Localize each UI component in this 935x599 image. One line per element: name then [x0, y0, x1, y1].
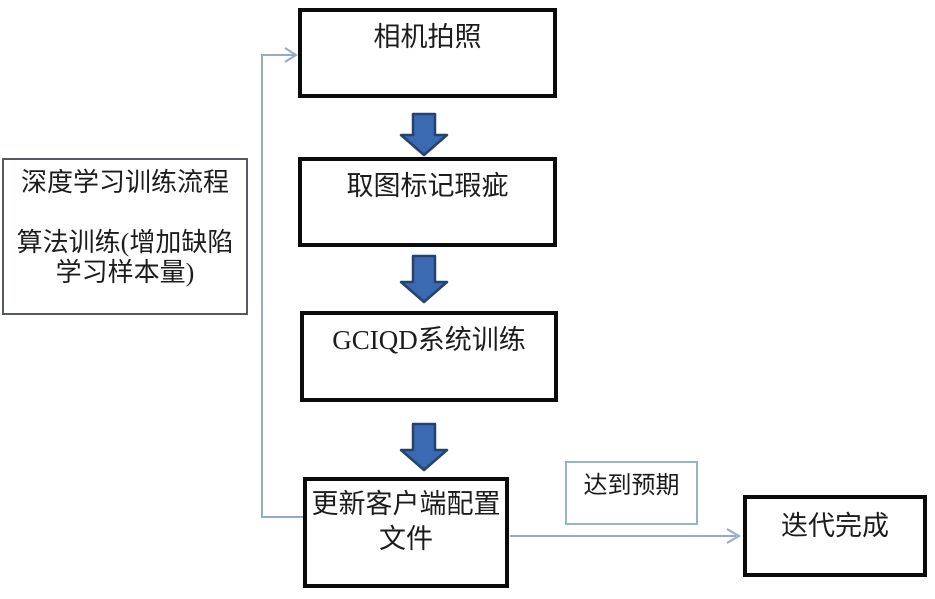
node-update-config-label: 更新客户端配置 文件 [311, 489, 501, 554]
node-gciqd-training: GCIQD系统训练 [300, 311, 558, 402]
expectation-label: 达到预期 [583, 473, 680, 499]
node-update-config: 更新客户端配置 文件 [303, 477, 509, 588]
expectation-label-box: 达到预期 [565, 461, 698, 525]
feedback-connector [261, 54, 303, 518]
feedback-arrowhead-icon [284, 47, 298, 63]
process-note-label: 深度学习训练流程 算法训练(增加缺陷 学习样本量) [16, 168, 234, 288]
process-note-box: 深度学习训练流程 算法训练(增加缺陷 学习样本量) [2, 158, 248, 315]
done-arrowhead-icon [726, 528, 741, 544]
node-mark-defects-label: 取图标记瑕疵 [346, 171, 509, 201]
node-iteration-done: 迭代完成 [743, 495, 927, 577]
down-block-arrow-1-icon [399, 112, 449, 157]
node-iteration-done-label: 迭代完成 [781, 511, 889, 541]
node-mark-defects: 取图标记瑕疵 [298, 157, 557, 247]
node-camera-label: 相机拍照 [373, 22, 482, 52]
down-block-arrow-2-icon [399, 254, 449, 304]
node-gciqd-training-label: GCIQD系统训练 [332, 325, 526, 355]
node-camera: 相机拍照 [298, 8, 557, 98]
down-block-arrow-3-icon [399, 422, 449, 472]
